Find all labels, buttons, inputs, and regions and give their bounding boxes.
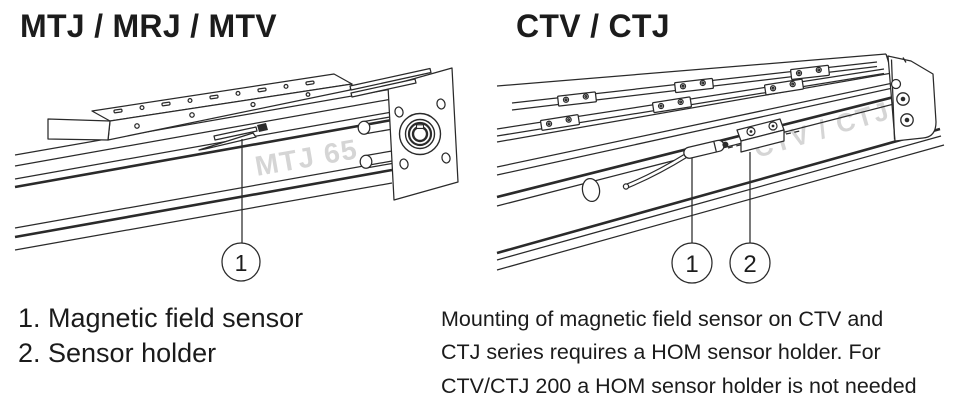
ctv-diagram: CTV / CTJ [496, 53, 945, 284]
sensor-tip [722, 141, 729, 148]
ctv-callout-2: 2 [729, 152, 771, 284]
mtj-end-plate [387, 67, 459, 201]
rail-rod-end [890, 78, 902, 90]
mtj-diagram: MTJ 65 [14, 67, 459, 282]
sensor-head [257, 123, 268, 132]
mtj-callout-1: 1 [221, 139, 261, 282]
legend-item-1: 1. Magnetic field sensor [18, 303, 304, 333]
mtj-cover-strips [349, 67, 432, 98]
mounting-note: Mounting of magnetic field sensor on CTV… [441, 303, 917, 402]
carriage-top-holes [113, 80, 315, 114]
ctv-rail-clamp-blocks [539, 64, 830, 131]
ctv-sensor-cable [622, 152, 690, 190]
ctv-magnetic-sensor [683, 139, 729, 159]
callout-number: 2 [743, 251, 756, 278]
note-line-3: CTV/CTJ 200 a HOM sensor holder is not n… [441, 373, 917, 398]
ctv-callout-1: 1 [671, 158, 713, 284]
legend-item-2: 2. Sensor holder [18, 338, 217, 368]
mounting-axis-dashes [727, 130, 801, 149]
plate-corner-holes [394, 98, 451, 170]
callout-circle [729, 242, 771, 284]
side-mounting-hole [581, 177, 601, 203]
callout-number: 1 [685, 251, 698, 278]
mtj-carriage-block [47, 73, 353, 141]
parts-legend: 1. Magnetic field sensor 2. Sensor holde… [18, 301, 303, 371]
callout-circle [221, 242, 261, 282]
note-line-2: CTJ series requires a HOM sensor holder.… [441, 340, 881, 365]
sensor-body [213, 126, 258, 141]
mtj-rail-body [14, 88, 393, 251]
carriage-front-holes [134, 92, 311, 129]
mtj-magnetic-sensor [198, 123, 268, 151]
bearing [398, 112, 442, 156]
callout-circle [671, 242, 713, 284]
ctv-sensor-holder [736, 118, 785, 153]
mtj-tie-rods [357, 116, 393, 169]
ctv-end-cap [887, 55, 937, 142]
left-section-title: MTJ / MRJ / MTV [20, 8, 277, 44]
keyway-notch [415, 124, 425, 129]
sensor-pointer [198, 132, 257, 151]
right-section-title: CTV / CTJ [516, 8, 670, 44]
callout-number: 1 [235, 250, 248, 276]
note-line-1: Mounting of magnetic field sensor on CTV… [441, 307, 884, 331]
